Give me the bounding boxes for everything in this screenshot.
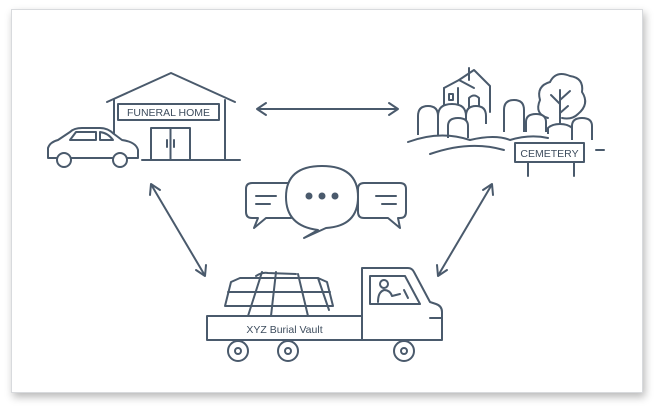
dot-icon [331, 192, 339, 200]
cemetery-label: CEMETERY [520, 148, 578, 160]
communication-bubbles [245, 165, 407, 239]
funeral-home-label: FUNERAL HOME [127, 107, 210, 119]
funeral-home-building: FUNERAL HOME [106, 72, 241, 161]
dot-icon [305, 192, 313, 200]
tombstones [417, 99, 593, 140]
cemetery-scene: CEMETERY [407, 67, 605, 177]
arrow-cemetery-truck [436, 183, 494, 277]
truck-label: XYZ Burial Vault [246, 324, 322, 336]
arrow-funeral-home-cemetery [256, 102, 399, 116]
car-icon [47, 127, 139, 168]
cemetery-sign: CEMETERY [514, 142, 585, 177]
dot-icon [318, 192, 326, 200]
arrow-funeral-home-truck [149, 183, 207, 277]
burial-vault-icon [224, 271, 334, 317]
burial-vault-truck: XYZ Burial Vault [206, 267, 443, 362]
